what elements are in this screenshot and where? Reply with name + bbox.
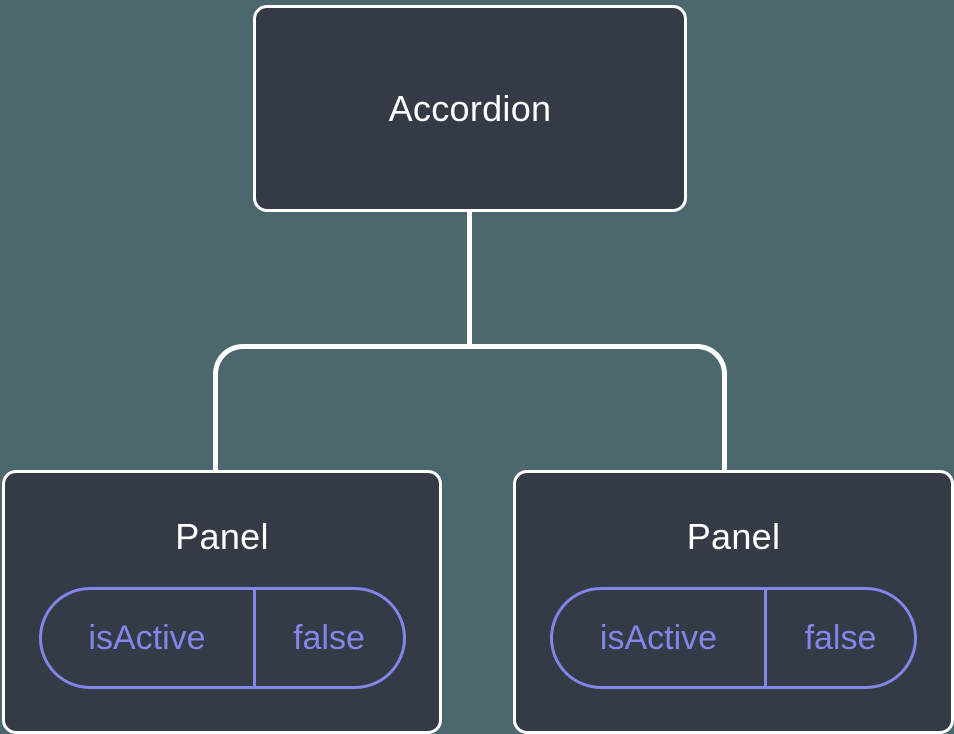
component-node-panel-left: Panel isActive false (2, 470, 442, 734)
state-value: false (764, 590, 914, 686)
component-node-accordion: Accordion (253, 5, 687, 212)
component-node-panel-right: Panel isActive false (513, 470, 954, 734)
node-label: Panel (686, 516, 781, 557)
state-pill: isActive false (38, 587, 406, 689)
state-key: isActive (88, 618, 206, 657)
state-pill: isActive false (550, 587, 917, 689)
state-key: isActive (599, 618, 718, 657)
state-value: false (252, 590, 403, 686)
node-label: Panel (175, 516, 269, 557)
connector-bracket (213, 344, 727, 474)
node-label: Accordion (388, 87, 552, 129)
connector-stem (467, 209, 472, 349)
